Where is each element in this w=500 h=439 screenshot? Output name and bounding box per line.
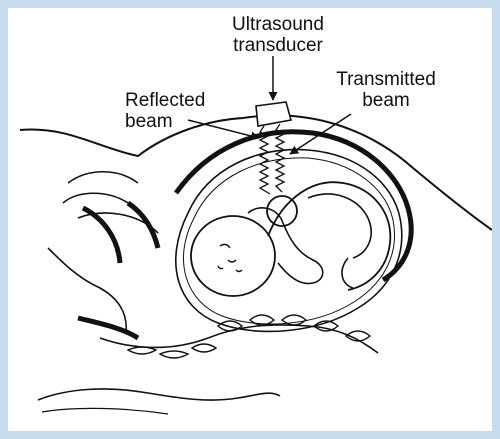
fetal-leg: [307, 193, 372, 289]
fetal-face-features: [217, 243, 243, 273]
pelvic-outline: [62, 171, 159, 234]
pelvic-thick-wall: [81, 200, 161, 264]
transducer-label-line1: Ultrasound: [232, 14, 324, 35]
reflected-beam-label-line2: beam: [125, 111, 173, 132]
abdomen-outline: [19, 114, 492, 231]
fetal-arm: [247, 207, 324, 285]
transmitted-beam-label: Transmitted beam: [326, 69, 446, 111]
transducer-label-line2: transducer: [233, 35, 323, 56]
spine: [99, 324, 379, 354]
reflected-beam: [258, 125, 271, 195]
transmitted-beam: [274, 123, 286, 193]
transducer-label: Ultrasound transducer: [213, 14, 343, 56]
reflected-beam-label-line1: Reflected: [125, 90, 206, 111]
vertebrae: [126, 314, 372, 359]
uterine-wall: [173, 129, 414, 283]
reflected-beam-label: Reflected beam: [125, 90, 235, 132]
transmitted-beam-label-line1: Transmitted: [336, 69, 436, 90]
fetal-body: [267, 181, 392, 291]
fetal-head: [190, 215, 276, 297]
ultrasound-diagram: [19, 56, 492, 415]
reflected-beam-pointer: [187, 119, 260, 141]
amniotic-sac: [175, 148, 403, 333]
target-circle: [266, 195, 298, 227]
diagram-panel: Ultrasound transducer Reflected beam Tra…: [8, 8, 492, 431]
back-outline: [37, 388, 281, 401]
transducer-probe: [255, 101, 293, 127]
transmitted-beam-label-line2: beam: [362, 90, 410, 111]
transmitted-beam-pointer: [289, 113, 352, 155]
